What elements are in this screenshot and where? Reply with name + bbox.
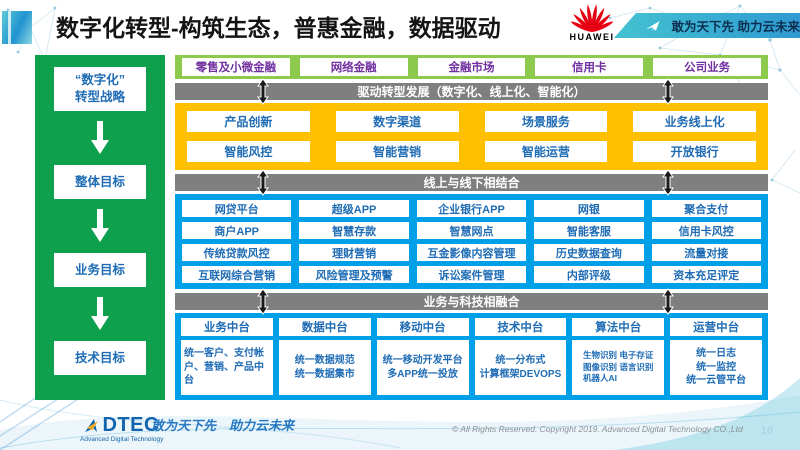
- application-box: 资本充足评定: [651, 266, 761, 283]
- huawei-flower-icon: [571, 4, 613, 32]
- slogan-banner: 敢为天下先 助力云未来: [614, 13, 800, 38]
- application-box: 内部评级: [534, 266, 644, 283]
- capability-box: 开放银行: [633, 141, 756, 162]
- down-arrow-icon: [91, 297, 109, 330]
- platform-title: 技术中台: [474, 318, 567, 336]
- capabilities-grid: 产品创新 数字渠道 场景服务 业务线上化 智能风控 智能营销 智能运营 开放银行: [175, 103, 768, 170]
- application-box: 历史数据查询: [534, 244, 644, 261]
- strategy-sidebar: “数字化” 转型战略 整体目标 业务目标 技术目标: [35, 55, 165, 400]
- capability-box: 产品创新: [187, 111, 310, 132]
- platform-description: 生物识别 电子存证 图像识别 语言识别 机器人AI: [572, 340, 665, 395]
- application-box: 网银: [534, 200, 644, 217]
- adtec-subtext: Advanced Digital Technology: [80, 436, 164, 443]
- down-arrow-icon: [91, 121, 109, 154]
- platform-column-operations: 运营中台 统一日志 统一监控 统一云管平台: [670, 318, 762, 395]
- platform-column-business: 业务中台 统一客户、支付帐户、营销、产品中台: [181, 318, 273, 395]
- up-down-arrow-icon: [662, 78, 674, 105]
- platform-column-data: 数据中台 统一数据规范 统一数据集市: [278, 318, 371, 395]
- up-down-arrow-icon: [662, 288, 674, 315]
- application-box: 智慧存款: [299, 222, 409, 239]
- capability-box: 智能风控: [187, 141, 310, 162]
- platform-title: 业务中台: [181, 318, 273, 336]
- up-down-arrow-icon: [662, 169, 674, 196]
- application-box: 超级APP: [299, 200, 409, 217]
- banner-slogan: 敢为天下先 助力云未来: [671, 20, 800, 34]
- application-box: 风险管理及预警: [299, 266, 409, 283]
- up-down-arrow-icon: [257, 169, 269, 196]
- page-number: 10: [760, 425, 773, 437]
- footer-slogan: 敢为天下先 助力云未来: [151, 418, 295, 433]
- capability-box: 智能运营: [484, 141, 608, 162]
- platform-description: 统一日志 统一监控 统一云管平台: [670, 340, 762, 395]
- platform-column-tech: 技术中台 统一分布式 计算框架DEVOPS: [474, 318, 567, 395]
- down-arrow-icon: [91, 209, 109, 242]
- sidebar-item-overall-goal: 整体目标: [54, 165, 146, 199]
- application-box: 互金影像内容管理: [416, 244, 527, 261]
- section-bar-tech-fusion: 业务与科技相融合: [175, 288, 768, 315]
- application-box: 智慧网点: [416, 222, 527, 239]
- section-bar-label: 业务与科技相融合: [423, 295, 520, 309]
- application-box: 传统贷款风控: [182, 244, 292, 261]
- business-line-box: 信用卡: [535, 58, 644, 76]
- application-box: 聚合支付: [651, 200, 761, 217]
- platform-description: 统一移动开发平台 多APP统一投放: [376, 340, 469, 395]
- platform-description: 统一客户、支付帐户、营销、产品中台: [181, 340, 273, 395]
- application-box: 理财营销: [299, 244, 409, 261]
- section-bar-online-offline: 线上与线下相结合: [175, 169, 768, 196]
- platform-description: 统一分布式 计算框架DEVOPS: [474, 340, 567, 395]
- page-title: 数字化转型-构筑生态，普惠金融，数据驱动: [56, 15, 501, 41]
- capability-box: 业务线上化: [633, 111, 756, 132]
- sidebar-item-digital-strategy: “数字化” 转型战略: [54, 67, 146, 111]
- capability-box: 场景服务: [484, 111, 608, 132]
- application-box: 诉讼案件管理: [416, 266, 527, 283]
- platform-title: 移动中台: [376, 318, 469, 336]
- platform-title: 运营中台: [670, 318, 762, 336]
- business-line-box: 公司业务: [653, 58, 761, 76]
- adtec-mark-icon: [85, 419, 99, 432]
- middle-platforms-grid: 业务中台 统一客户、支付帐户、营销、产品中台 数据中台 统一数据规范 统一数据集…: [175, 313, 768, 400]
- section-bar-drive-transformation: 驱动转型发展（数字化、线上化、智能化）: [175, 78, 768, 105]
- application-box: 网贷平台: [182, 200, 292, 217]
- platform-description: 统一数据规范 统一数据集市: [278, 340, 371, 395]
- platform-column-mobile: 移动中台 统一移动开发平台 多APP统一投放: [376, 318, 469, 395]
- huawei-logo: HUAWEI: [566, 3, 618, 42]
- up-down-arrow-icon: [257, 78, 269, 105]
- business-line-box: 网络金融: [299, 58, 408, 76]
- application-box: 互联网综合营销: [182, 266, 292, 283]
- adtec-wordmark: DTEC: [102, 414, 159, 436]
- up-down-arrow-icon: [257, 288, 269, 315]
- application-box: 流量对接: [651, 244, 761, 261]
- platform-title: 算法中台: [572, 318, 665, 336]
- application-box: 信用卡风控: [651, 222, 761, 239]
- application-box: 智能客服: [534, 222, 644, 239]
- applications-grid: 网贷平台 超级APP 企业银行APP 网银 聚合支付 商户APP 智慧存款 智慧…: [175, 194, 768, 289]
- application-box: 企业银行APP: [416, 200, 527, 217]
- business-line-box: 金融市场: [417, 58, 526, 76]
- sidebar-item-tech-goal: 技术目标: [54, 341, 146, 375]
- sidebar-item-business-goal: 业务目标: [54, 253, 146, 287]
- business-lines-row: 零售及小微金融 网络金融 金融市场 信用卡 公司业务: [175, 55, 768, 79]
- platform-column-algorithm: 算法中台 生物识别 电子存证 图像识别 语言识别 机器人AI: [572, 318, 665, 395]
- platform-title: 数据中台: [278, 318, 371, 336]
- section-bar-label: 驱动转型发展（数字化、线上化、智能化）: [357, 85, 586, 99]
- copyright-text: © All Rights Reserved. Copyright 2019. A…: [452, 424, 743, 434]
- business-line-box: 零售及小微金融: [182, 58, 290, 76]
- section-bar-label: 线上与线下相结合: [423, 176, 520, 190]
- main-diagram: 零售及小微金融 网络金融 金融市场 信用卡 公司业务 驱动转型发展（数字化、线上…: [175, 55, 768, 400]
- huawei-wordmark: HUAWEI: [569, 32, 615, 42]
- capability-box: 数字渠道: [335, 111, 459, 132]
- title-accent-square: [2, 11, 32, 44]
- capability-box: 智能营销: [335, 141, 459, 162]
- paper-plane-icon: [646, 20, 660, 31]
- application-box: 商户APP: [182, 222, 292, 239]
